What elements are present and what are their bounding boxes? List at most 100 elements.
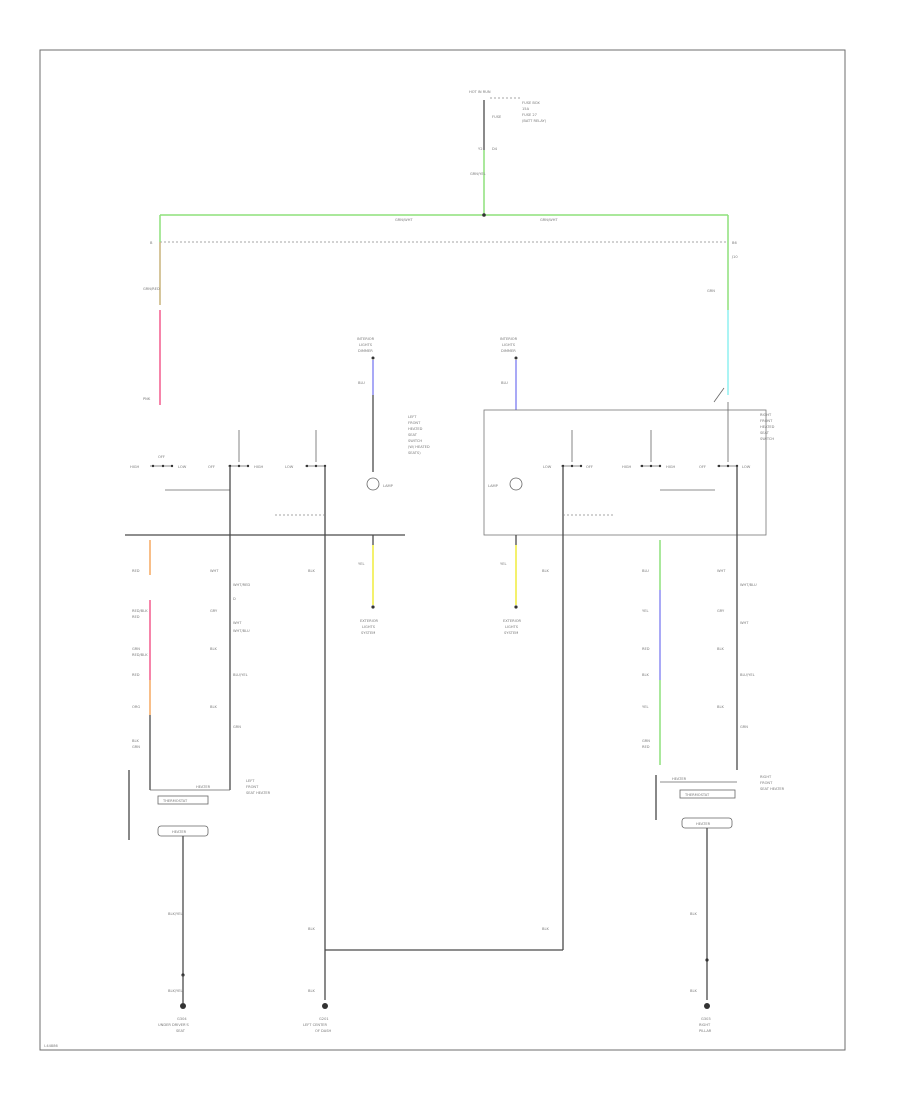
left-dimmer-wire-label: BLU — [358, 381, 365, 385]
right-feed-label: GRN — [707, 289, 715, 293]
right-switch-housing — [483, 409, 767, 536]
ground-symbol-icon — [322, 1003, 328, 1009]
left-thermostat-label: THERMOSTAT — [162, 799, 188, 803]
right-dimmer: INTERIOR LIGHTS DIMMER BLU — [500, 337, 518, 410]
left-pin-label: LOW — [178, 465, 187, 469]
right-feed: GRN — [707, 215, 729, 403]
ground-label-line: G303 — [701, 1017, 711, 1021]
ground-label-line: RIGHT — [699, 1023, 711, 1027]
right-switch-title-line: SEAT — [760, 431, 770, 435]
ground-g201: BLK G201 LEFT CENTER OF DASH — [303, 989, 331, 1033]
right-feed-switch-arm — [713, 387, 725, 403]
left-contact — [161, 464, 165, 468]
right-dimmer-line: DIMMER — [501, 349, 516, 353]
left-switch-title-line: HEATED — [408, 427, 423, 431]
left-heater-label: HEATER — [196, 785, 211, 789]
left-lighting-line: SYSTEM — [361, 631, 375, 635]
left-dimmer-line: LIGHTS — [359, 343, 373, 347]
ground-g303: BLK G303 RIGHT PILLAR — [690, 958, 712, 1033]
left-heater-title-line: SEAT HEATER — [246, 791, 271, 795]
right-col-label: GRN — [642, 739, 650, 743]
right-heater-title-line: FRONT — [760, 781, 773, 785]
right-pin-label: HIGH — [622, 465, 632, 469]
left-indicator-lamp — [366, 477, 380, 491]
left-seat-heater: HEATER THERMOSTAT HEATER LEFT FRONT SEAT… — [128, 770, 271, 975]
fuse-detail-line: FUSE 27 — [522, 113, 537, 117]
left-feed-label: GRN/RED — [143, 287, 160, 291]
right-contact — [649, 464, 653, 468]
left-ground-wire-label: BLK/YEL — [168, 912, 183, 916]
left-switch-title-line: SWITCH — [408, 439, 422, 443]
right-mid-col-label: GRY — [717, 609, 725, 613]
mid-col-label: BLU/YEL — [233, 673, 248, 677]
ground-label-line: PILLAR — [699, 1029, 712, 1033]
ground-node — [705, 958, 709, 962]
left-dimmer-line: DIMMER — [358, 349, 373, 353]
ground-g304: BLK/YEL G304 UNDER DRIVER'S SEAT — [158, 973, 190, 1033]
top-supply: HOT IN RUN FUSE BOX 15A FUSE 27 (BATT RE… — [469, 90, 547, 215]
right-element-label: HEATER — [696, 822, 711, 826]
ground-symbol-icon — [180, 1003, 186, 1009]
right-switch-title-line: HEATED — [760, 425, 775, 429]
left-col-label: ORG — [132, 705, 140, 709]
mid-col-label: WHT — [210, 569, 219, 573]
mid-col-label: BLK — [210, 705, 217, 709]
right-pin-label: HIGH — [666, 465, 676, 469]
mid-col-label: WHT — [233, 621, 242, 625]
right-mid-col-label: WHT — [740, 621, 749, 625]
left-switch-title-line: LEFT — [408, 415, 417, 419]
ground-symbol-icon — [704, 1003, 710, 1009]
right-pin-label: LOW — [543, 465, 552, 469]
left-contact — [246, 464, 250, 468]
right-lighting-line: EXTERIOR — [503, 619, 522, 623]
right-mid-col-label: BLU/YEL — [740, 673, 755, 677]
left-col-label: GRN — [132, 647, 140, 651]
right-lighting-node — [514, 605, 518, 609]
right-pin-label: LOW — [742, 465, 751, 469]
bus-right-label: GRN/WHT — [540, 218, 558, 222]
left-element-label: HEATER — [172, 830, 187, 834]
ground-label-line: OF DASH — [315, 1029, 331, 1033]
ground-label-line: G201 — [319, 1017, 329, 1021]
left-lighting-line: LIGHTS — [362, 625, 376, 629]
mid-col-label: BLK — [210, 647, 217, 651]
left-heater-title-line: FRONT — [246, 785, 259, 789]
right-dimmer-line: INTERIOR — [500, 337, 518, 341]
bus-left-connector: B — [150, 241, 153, 245]
right-dimmer-node — [514, 356, 518, 360]
right-contact — [640, 464, 644, 468]
left-thermostat — [157, 795, 209, 805]
right-col-label: RED — [642, 647, 650, 651]
ground-label-line: SEAT — [176, 1029, 186, 1033]
fuse-detail-line: 15A — [522, 107, 530, 111]
left-heater-title-line: LEFT — [246, 779, 255, 783]
right-lamp-label: LAMP — [488, 484, 499, 488]
left-feed: GRN/RED PNK — [143, 215, 161, 405]
left-col-label: RED/BLK — [132, 609, 148, 613]
right-switch-title-line: SWITCH — [760, 437, 774, 441]
left-dimmer-node — [371, 356, 375, 360]
left-col-label: BLK — [132, 739, 139, 743]
left-feed-label-2: PNK — [143, 397, 151, 401]
center-ground-label-3: BLK — [308, 927, 315, 931]
left-switch-title-line: SEAT — [408, 433, 418, 437]
ground-wire-label: BLK/YEL — [168, 989, 183, 993]
left-col-label: RED — [132, 569, 140, 573]
left-pin-label: LOW — [285, 465, 294, 469]
center-ground-run: BLK BLK BLK BLK — [308, 535, 564, 1000]
left-contact — [237, 464, 241, 468]
bus-left-label: GRN/WHT — [395, 218, 413, 222]
left-heater-housing — [128, 770, 130, 840]
right-dimmer-line: LIGHTS — [502, 343, 516, 347]
right-contact — [579, 464, 583, 468]
bus-right-connector: B6 — [732, 241, 737, 245]
ground-wire-label: BLK — [308, 989, 315, 993]
left-contact — [314, 464, 318, 468]
left-switch: LEFT FRONT HEATED SEAT SWITCH (W/ HEATED… — [125, 415, 430, 536]
right-heater-wires: BLU YEL RED BLK YEL GRN RED WHT WHT/BLU … — [642, 535, 757, 770]
diagram-code: I-44886 — [44, 1044, 59, 1048]
left-lamp-label: LAMP — [383, 484, 394, 488]
diagram-frame — [39, 49, 846, 1051]
left-pin-label: OFF — [158, 455, 165, 459]
ground-wire-label: BLK — [690, 989, 697, 993]
